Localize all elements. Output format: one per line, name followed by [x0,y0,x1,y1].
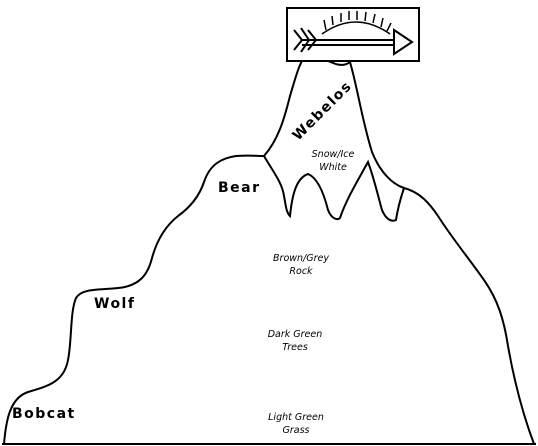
rank-label-bear: Bear [218,180,261,196]
zone-rock-line2: Rock [251,265,351,278]
rank-label-wolf: Wolf [94,296,135,312]
zone-snow-line1: Snow/Ice [283,148,383,161]
zone-label-rock: Brown/Grey Rock [251,252,351,278]
rank-label-bobcat: Bobcat [12,406,76,422]
zone-snow-line2: White [283,161,383,174]
zone-rock-line1: Brown/Grey [251,252,351,265]
zone-grass-line2: Grass [246,424,346,437]
zone-trees-line1: Dark Green [245,328,345,341]
mountain-outline [4,52,534,444]
zone-trees-line2: Trees [245,341,345,354]
zone-label-snow: Snow/Ice White [283,148,383,174]
zone-grass-line1: Light Green [246,411,346,424]
zone-label-grass: Light Green Grass [246,411,346,437]
arrow-of-light-icon [287,8,419,61]
zone-label-trees: Dark Green Trees [245,328,345,354]
